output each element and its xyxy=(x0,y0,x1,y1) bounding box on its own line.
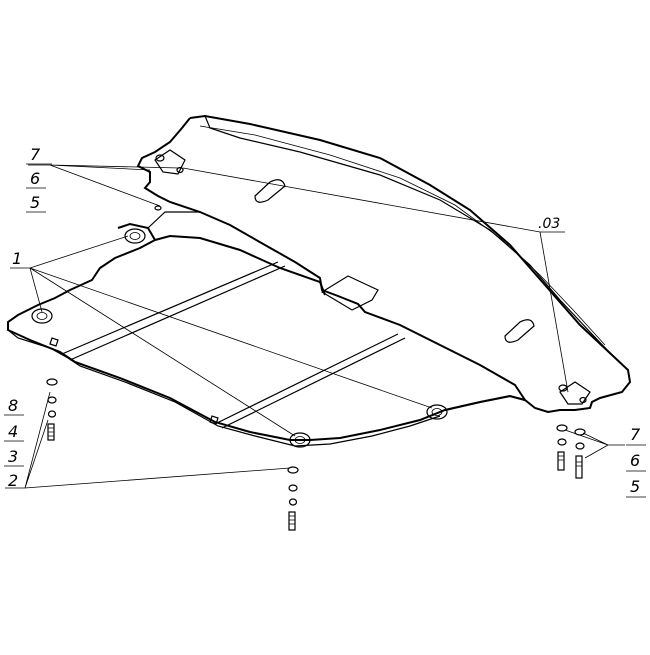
mount-boss-front-center xyxy=(289,432,311,448)
front-lip-edge xyxy=(7,329,441,447)
rib-1 xyxy=(61,261,286,361)
callout-label: 8 xyxy=(8,396,18,415)
callout-bottom-left: 8 4 3 2 xyxy=(4,396,24,490)
bolt xyxy=(557,451,565,471)
center-cutout xyxy=(320,275,379,311)
callout-one: 1 xyxy=(12,249,22,268)
mount-boss-front-left xyxy=(31,308,53,324)
bolt xyxy=(288,511,296,531)
callout-label: 5 xyxy=(30,193,40,212)
washer xyxy=(556,424,568,432)
lock-washer xyxy=(557,438,567,446)
callout-label: 4 xyxy=(8,422,18,441)
lock-washer xyxy=(288,484,298,492)
callout-label: 1 xyxy=(12,249,22,268)
rear-panel-fold-line xyxy=(204,115,613,356)
fastener-stack-right xyxy=(556,424,586,479)
panel-step-edge xyxy=(136,117,526,401)
callout-label: 2 xyxy=(8,471,18,490)
skid-plate xyxy=(7,114,632,448)
lock-washer-2 xyxy=(575,442,585,450)
notch-1 xyxy=(49,337,59,347)
callout-top-left: 7 6 5 xyxy=(26,145,52,213)
slot-opening-2 xyxy=(504,319,535,343)
callout-label: 3 xyxy=(8,447,18,466)
leader-lines xyxy=(5,164,625,489)
front-panel-top-edge xyxy=(154,234,326,296)
callout-bottom-right: 7 6 5 xyxy=(626,425,646,498)
callout-label: 7 xyxy=(630,425,641,444)
lock-washer xyxy=(47,396,57,404)
front-bracket-edge xyxy=(147,211,200,229)
callout-label: .03 xyxy=(538,216,560,232)
washer xyxy=(46,378,58,386)
washer xyxy=(287,466,299,474)
callout-label: 6 xyxy=(630,451,640,470)
fastener-stack-left xyxy=(46,378,58,441)
bolt-2 xyxy=(575,455,583,479)
callout-label: 7 xyxy=(30,145,41,164)
mount-boss-rear-left xyxy=(124,228,146,244)
rib-2 xyxy=(214,333,406,429)
nut xyxy=(47,410,57,418)
fastener-stack-center xyxy=(287,466,299,531)
notch-2 xyxy=(209,415,219,425)
callout-label: 6 xyxy=(30,169,40,188)
callout-right-part: .03 xyxy=(538,216,560,232)
callout-label: 5 xyxy=(630,477,640,496)
nut xyxy=(288,498,298,506)
mount-boss-front-right xyxy=(426,404,448,420)
rear-panel-fold-line-2 xyxy=(199,125,606,346)
